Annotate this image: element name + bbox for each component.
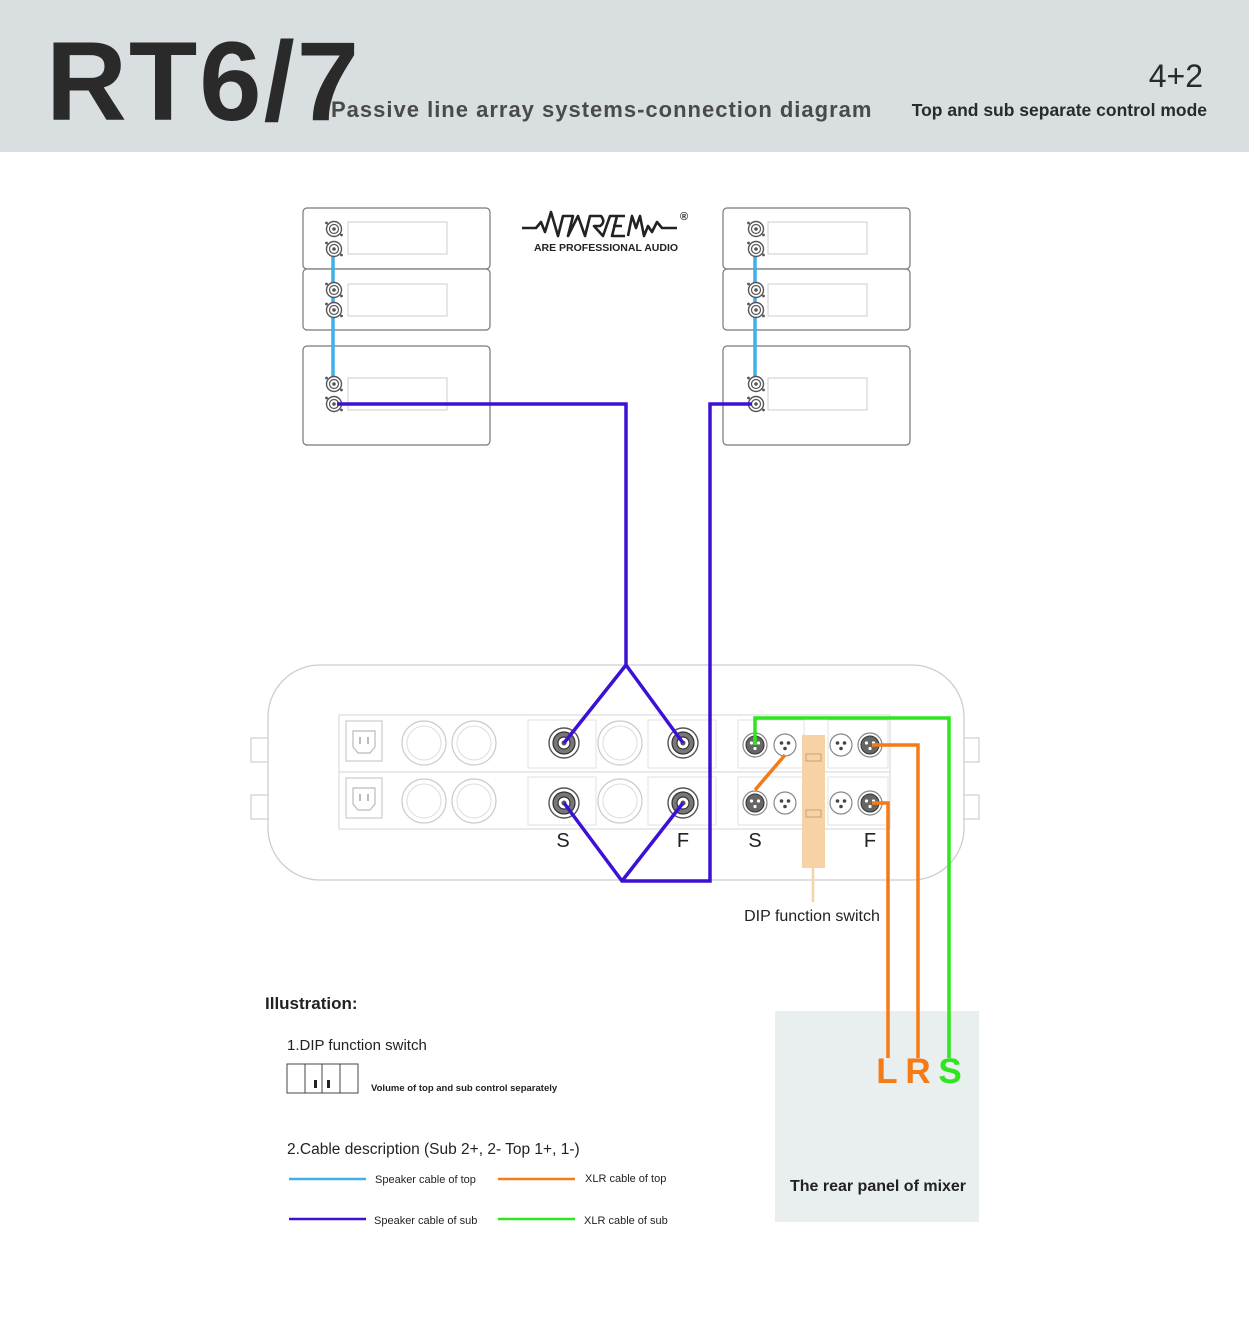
cable-legend: Speaker cable of top XLR cable of top Sp…	[289, 1173, 668, 1227]
rack-ear-right-top	[963, 737, 980, 763]
rack-ear-right-bottom	[963, 794, 980, 820]
power-inlet-lower-icon	[345, 777, 383, 819]
mixer-label-r: R	[905, 1052, 930, 1091]
amp-label-s-left: S	[556, 830, 569, 852]
model-title: RT6/7	[46, 19, 361, 144]
left-speaker-stack	[302, 207, 491, 446]
logo-text: ARE PROFESSIONAL AUDIO	[534, 242, 678, 254]
dip-section-title: 1.DIP function switch	[287, 1037, 427, 1054]
mixer-label-s: S	[938, 1052, 961, 1091]
dip-switch-label: DIP function switch	[744, 908, 880, 925]
are-logo: ARE PROFESSIONAL AUDIO ®	[522, 210, 688, 254]
legend-label-xlr-top: XLR cable of top	[585, 1173, 666, 1185]
rack-ear-left-top	[250, 737, 269, 763]
right-sub-cable	[562, 402, 752, 883]
left-cabinet-2-panel	[347, 283, 448, 317]
left-sub-cable	[337, 402, 628, 745]
xlr-link-cable	[753, 753, 787, 792]
mode-label: Top and sub separate control mode	[911, 100, 1207, 120]
xlr-cables	[753, 716, 951, 1058]
xlr-sub-cable	[753, 716, 951, 1058]
left-cabinet-1-panel	[347, 221, 448, 255]
mixer-panel-label: The rear panel of mixer	[790, 1178, 966, 1195]
right-sub-cabinet	[722, 345, 911, 446]
header-banner: RT6/7 Passive line array systems-connect…	[0, 0, 1249, 152]
right-cabinet-1-panel	[767, 221, 868, 255]
diagram-subtitle: Passive line array systems-connection di…	[331, 97, 873, 122]
left-top-cabinet-2	[302, 268, 491, 331]
right-top-cabinet-1	[722, 207, 911, 270]
dip-switch-block	[802, 735, 825, 868]
amp-label-s-right: S	[748, 830, 761, 852]
legend-label-xlr-sub: XLR cable of sub	[584, 1215, 668, 1227]
xlr-top-right-cable	[872, 743, 920, 1058]
amplifier-chassis	[250, 664, 980, 902]
legend-label-speaker-sub: Speaker cable of sub	[374, 1215, 477, 1227]
mixer-label-l: L	[876, 1052, 897, 1091]
logo-waveform	[522, 210, 677, 238]
dip-switch-icon	[286, 1063, 359, 1094]
illustration-heading: Illustration:	[265, 994, 358, 1013]
cable-section-title: 2.Cable description (Sub 2+, 2- Top 1+, …	[287, 1141, 580, 1158]
amp-label-f-right: F	[864, 830, 876, 852]
rack-ear-left-bottom	[250, 794, 269, 820]
legend-label-speaker-top: Speaker cable of top	[375, 1174, 476, 1186]
mixer-rear-panel	[775, 1011, 979, 1222]
right-sub-panel	[767, 377, 868, 411]
mode-number: 4+2	[1148, 58, 1203, 94]
sub-speaker-cables	[337, 402, 752, 883]
left-sub-cabinet	[302, 345, 491, 446]
amp-label-f-left: F	[677, 830, 689, 852]
left-top-cabinet-1	[302, 207, 491, 270]
right-cabinet-2-panel	[767, 283, 868, 317]
xlr-top-left-cable	[872, 801, 890, 1058]
power-inlet-upper-icon	[345, 720, 383, 762]
right-top-cabinet-2	[722, 268, 911, 331]
logo-registered-mark: ®	[680, 211, 688, 223]
left-sub-panel	[347, 377, 448, 411]
dip-description: Volume of top and sub control separately	[371, 1083, 558, 1094]
right-speaker-stack	[722, 207, 911, 446]
